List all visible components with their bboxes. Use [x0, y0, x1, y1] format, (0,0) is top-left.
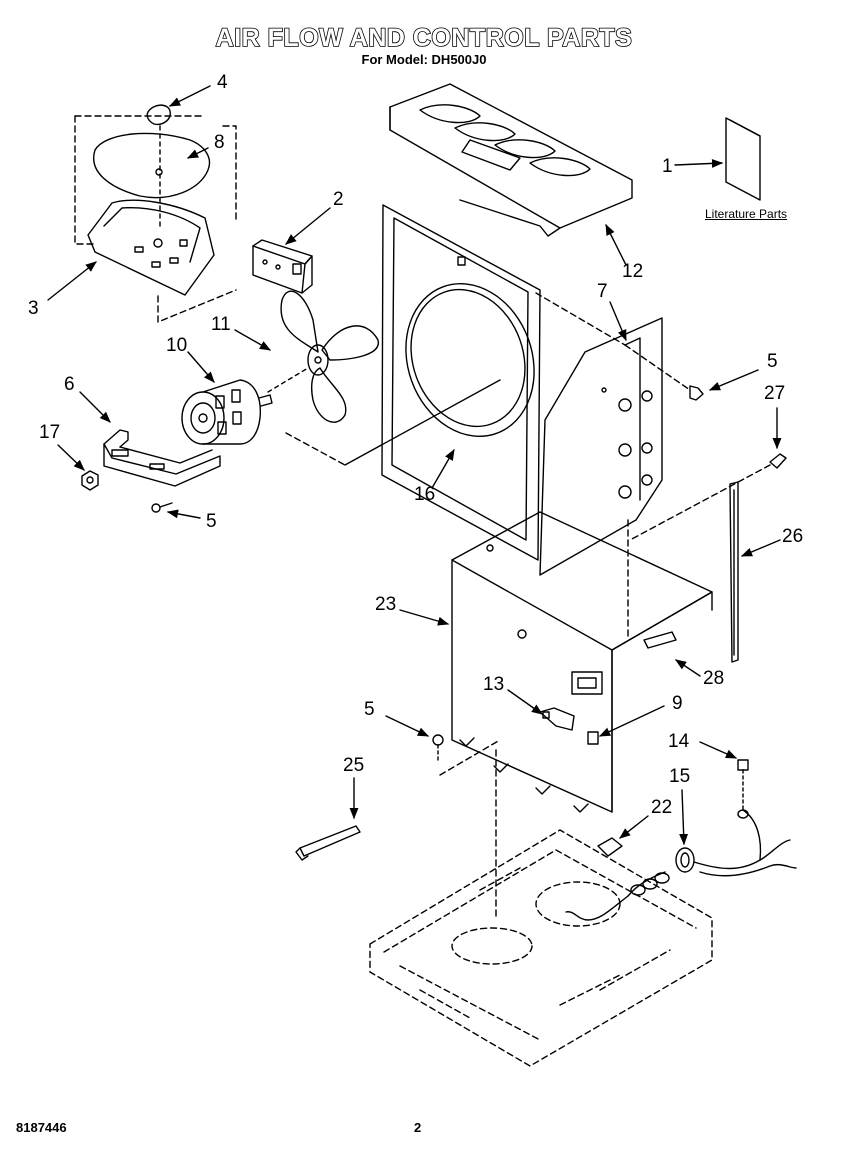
part-22-clamp	[597, 837, 623, 857]
model-subtitle: For Model: DH500J0	[361, 52, 487, 67]
callout-22: 22	[651, 797, 673, 818]
leader-arrows	[47, 85, 782, 846]
callout-13: 13	[483, 674, 505, 695]
page-title: AIR FLOW AND CONTROL PARTS	[215, 23, 633, 53]
callout-1: 1	[662, 156, 673, 177]
callout-10: 10	[166, 335, 188, 356]
part-6-bracket	[103, 429, 221, 487]
part-9-clip	[587, 731, 599, 745]
callout-2: 2	[333, 189, 344, 210]
part-16-shroud	[381, 204, 541, 561]
callout-28: 28	[703, 668, 725, 689]
callout-23: 23	[375, 594, 397, 615]
callout-27: 27	[764, 383, 786, 404]
callout-5-cabinet: 5	[364, 699, 375, 720]
part-2-switch	[252, 239, 313, 294]
callout-3: 3	[28, 298, 39, 319]
part-27-screw	[769, 453, 787, 469]
part-15-power-cord	[565, 809, 797, 921]
screw-5-bracket	[151, 502, 173, 513]
callout-16: 16	[414, 484, 436, 505]
literature-parts-label: Literature Parts	[705, 207, 788, 221]
part-3-housing	[87, 199, 215, 296]
page-number: 2	[414, 1120, 422, 1135]
callout-5-bracket: 5	[206, 511, 217, 532]
callout-26: 26	[782, 526, 804, 547]
callout-25: 25	[343, 755, 365, 776]
part-25-tie	[295, 825, 361, 861]
screw-5-right	[689, 385, 704, 401]
callout-12: 12	[622, 261, 644, 282]
part-17-nut	[81, 470, 99, 491]
callout-14: 14	[668, 731, 690, 752]
base-pan	[369, 829, 713, 1067]
part-1-literature	[725, 117, 761, 201]
callout-7: 7	[597, 281, 608, 302]
part-8-cover	[93, 132, 211, 199]
part-13-switch	[539, 707, 575, 731]
part-11-fan-blade	[280, 290, 379, 423]
screw-5-cabinet	[432, 734, 444, 761]
callout-5-right: 5	[767, 351, 778, 372]
callout-4: 4	[217, 72, 228, 93]
part-12-top-grille	[389, 83, 633, 237]
part-26-rail	[729, 481, 739, 663]
callout-8: 8	[214, 132, 225, 153]
callout-17: 17	[39, 422, 61, 443]
callout-9: 9	[672, 693, 683, 714]
part-28-label	[643, 631, 677, 649]
callout-15: 15	[669, 766, 691, 787]
callout-11: 11	[211, 314, 231, 335]
part-14-screw	[737, 759, 749, 811]
control-assembly-frame	[74, 115, 237, 323]
part-10-motor	[181, 379, 273, 445]
callout-6: 6	[64, 374, 75, 395]
part-4-knob	[146, 104, 171, 126]
part-7-side-panel	[539, 317, 663, 576]
document-number: 8187446	[16, 1120, 67, 1135]
